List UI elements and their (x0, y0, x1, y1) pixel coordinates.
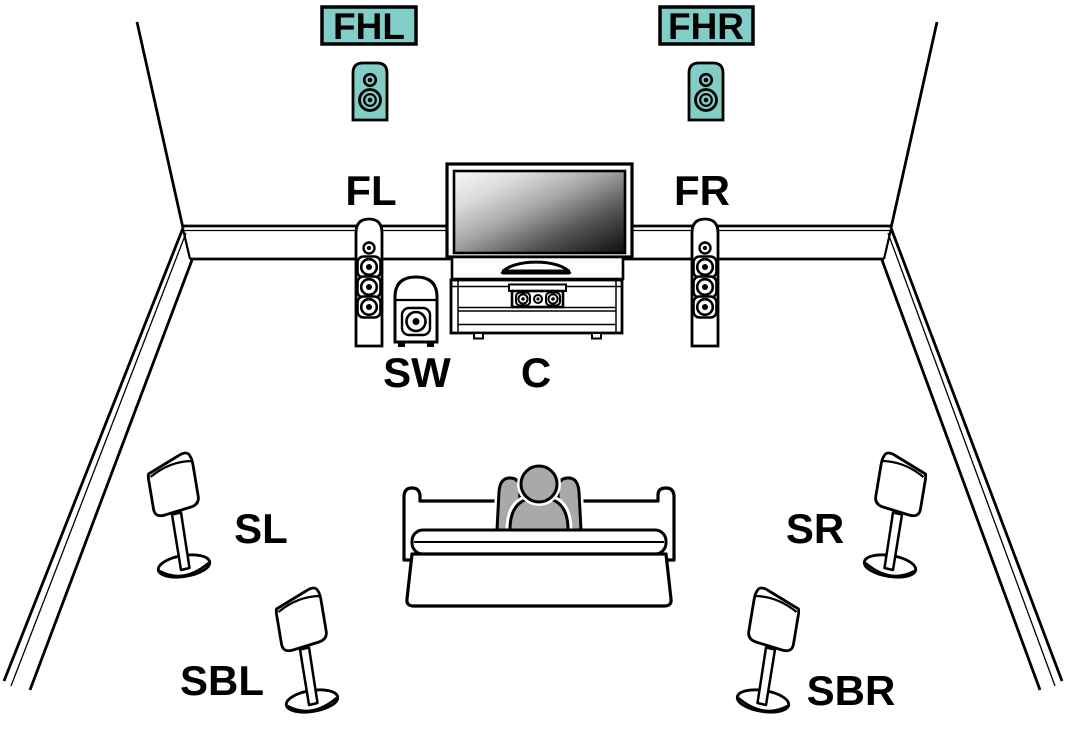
surround-right-speaker-icon (861, 451, 928, 582)
tv (445, 162, 634, 281)
label-sbl: SBL (180, 657, 264, 704)
surround-left-speaker-icon (146, 451, 213, 582)
label-fhr: FHR (668, 6, 744, 47)
tv-screen (452, 169, 627, 255)
label-sw: SW (383, 349, 451, 396)
right-wall-corner-line (889, 21, 939, 229)
right-wall-base-line (889, 227, 1064, 682)
front-height-right-speaker-icon (687, 61, 725, 122)
tv-stand-foot-right (591, 332, 602, 340)
surround-back-left-speaker-icon (274, 586, 341, 717)
label-c: C (521, 349, 551, 396)
labels: FHL FHR FL FR SW C SL SR SBL SBR (180, 5, 896, 714)
center-speaker-icon (508, 283, 567, 309)
label-fl: FL (345, 167, 396, 214)
fhl-label-box (320, 5, 418, 46)
front-left-speaker-icon (354, 217, 384, 348)
label-sr: SR (786, 505, 844, 552)
back-wall-right-bevel (882, 228, 893, 260)
left-wall-base-line (2, 227, 185, 682)
right-wall-floor-line (880, 259, 1042, 691)
right-wall-base-line-2 (887, 232, 1056, 687)
left-wall-floor-line (28, 259, 194, 691)
label-fr: FR (674, 167, 730, 214)
tv-stand (449, 278, 624, 340)
listener-head (519, 464, 559, 504)
sofa (402, 462, 676, 608)
subwoofer-icon (393, 275, 439, 347)
label-sbr: SBR (807, 667, 896, 714)
fhr-label-box (658, 5, 755, 46)
listener-silhouette (493, 462, 585, 535)
front-height-left-speaker-icon (351, 61, 389, 122)
label-fhl: FHL (333, 6, 405, 47)
left-wall-corner-line (135, 21, 185, 229)
left-wall-base-line-2 (10, 232, 187, 687)
tv-stand-foot-left (473, 332, 484, 340)
sofa-base (405, 552, 673, 608)
label-sl: SL (234, 505, 288, 552)
front-right-speaker-icon (690, 217, 720, 348)
back-wall-left-bevel (181, 228, 192, 260)
surround-back-right-speaker-icon (734, 586, 801, 717)
